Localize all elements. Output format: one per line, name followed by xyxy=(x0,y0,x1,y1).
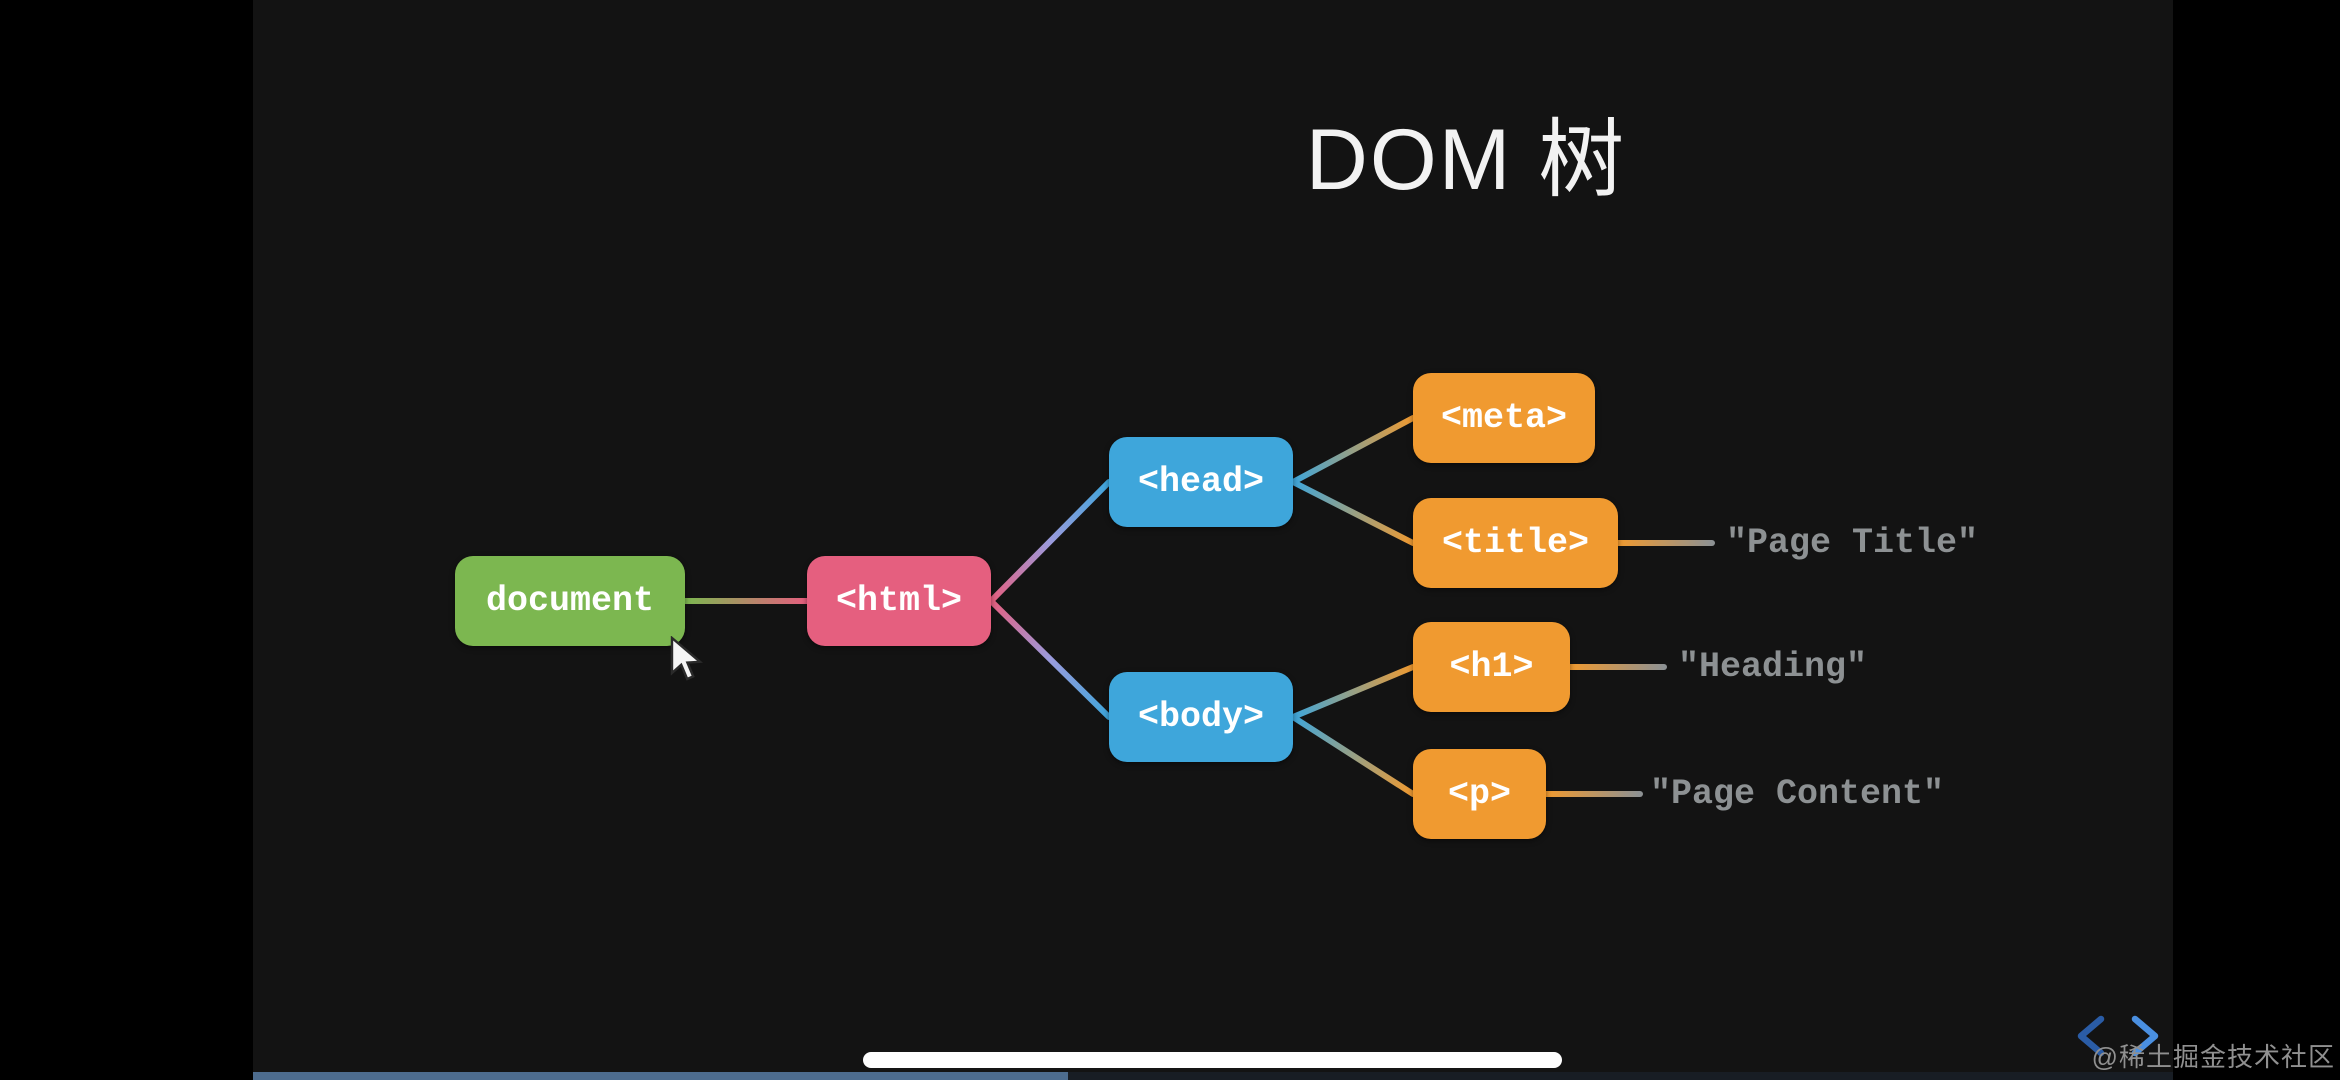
letterbox-right xyxy=(2173,0,2340,1080)
watermark: @稀土掘金技术社区 xyxy=(2091,1042,2335,1072)
prev-slide-button[interactable] xyxy=(2077,1015,2105,1057)
node-label: document xyxy=(485,581,655,621)
node-title: <title> xyxy=(1413,498,1618,588)
node-label: <body> xyxy=(1137,697,1265,737)
leaf-label-heading: "Heading" xyxy=(1678,647,1868,687)
node-label: <head> xyxy=(1137,462,1265,502)
slide-title: DOM 树 xyxy=(1305,112,1627,208)
video-progress-track[interactable] xyxy=(253,1072,2173,1080)
leaf-label-page-content: "Page Content" xyxy=(1650,774,1945,814)
node-label: <meta> xyxy=(1440,398,1568,438)
node-label: <title> xyxy=(1441,523,1590,563)
letterbox-left xyxy=(0,0,253,1080)
node-p: <p> xyxy=(1413,749,1546,839)
video-progress-played xyxy=(253,1072,1068,1080)
node-label: <html> xyxy=(835,581,963,621)
node-label: <h1> xyxy=(1449,647,1534,687)
node-html: <html> xyxy=(807,556,991,646)
node-label: <p> xyxy=(1447,774,1511,814)
node-meta: <meta> xyxy=(1413,373,1595,463)
node-body: <body> xyxy=(1109,672,1293,762)
next-slide-button[interactable] xyxy=(2131,1015,2159,1057)
slide-canvas: DOM 树 xyxy=(253,0,2173,1080)
node-h1: <h1> xyxy=(1413,622,1570,712)
video-scrubber-bar[interactable] xyxy=(863,1052,1562,1068)
node-head: <head> xyxy=(1109,437,1293,527)
leaf-label-page-title: "Page Title" xyxy=(1726,523,1979,563)
slide-nav-arrows xyxy=(2077,1015,2159,1057)
node-document: document xyxy=(455,556,685,646)
